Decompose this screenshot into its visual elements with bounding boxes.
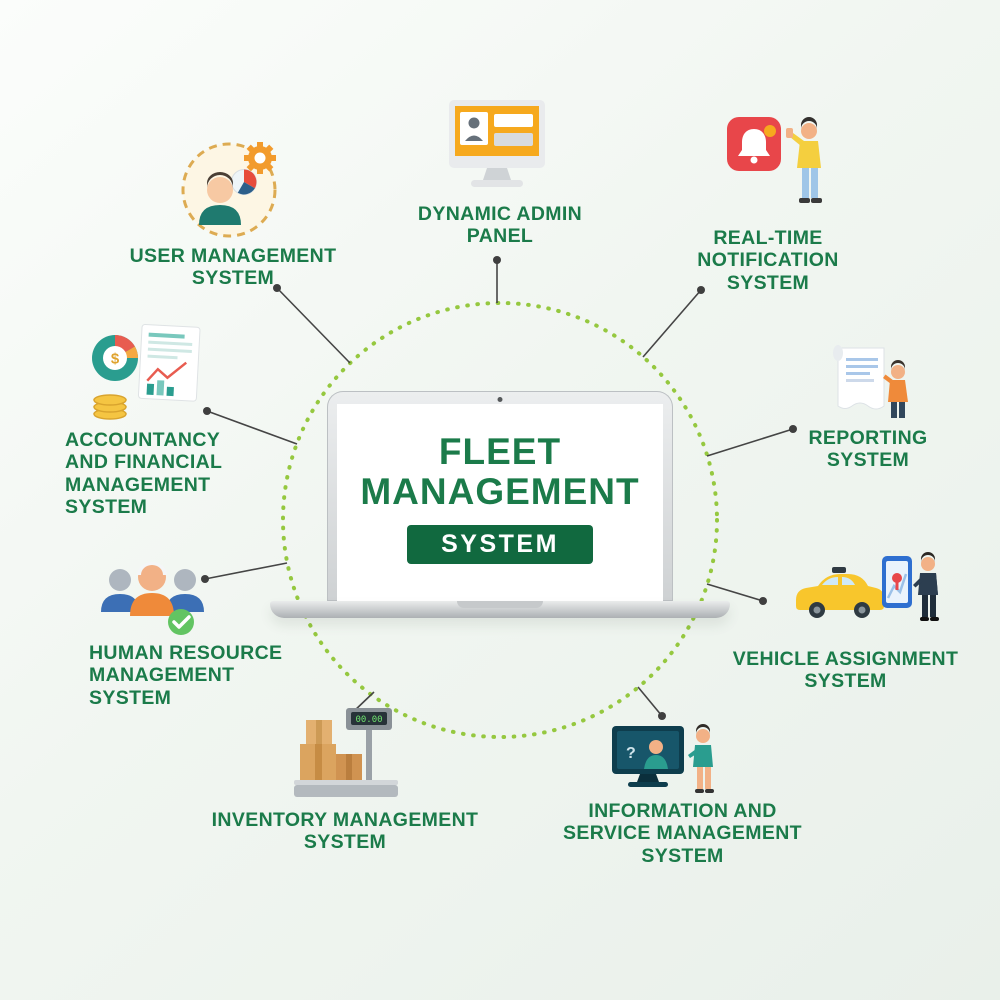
scale-boxes-icon: 00.00 <box>290 700 402 800</box>
laptop-camera-icon <box>497 397 503 402</box>
question-mark-glyph: ? <box>626 745 636 762</box>
team-check-icon <box>95 550 210 638</box>
user-management-label: USER MANAGEMENT SYSTEM <box>129 245 337 290</box>
inventory-management-label: INVENTORY MANAGEMENT SYSTEM <box>211 809 479 854</box>
laptop-screen: FLEET MANAGEMENT SYSTEM <box>327 391 673 601</box>
laptop-base <box>270 601 730 618</box>
connector-lines <box>204 260 794 717</box>
real-time-notification-label: REAL-TIME NOTIFICATION SYSTEM <box>697 227 839 294</box>
dotted-circle <box>281 301 719 739</box>
support-screen-person-icon: ? <box>610 720 722 800</box>
dollar-sign-glyph: $ <box>111 351 120 368</box>
scale-display-readout: 00.00 <box>355 715 382 725</box>
human-resource-label: HUMAN RESOURCE MANAGEMENT SYSTEM <box>89 642 283 709</box>
finance-document-coins-icon: $ <box>88 322 208 422</box>
taxi-map-person-icon <box>790 548 945 636</box>
center-system-badge: SYSTEM <box>407 524 593 564</box>
laptop-display: FLEET MANAGEMENT SYSTEM <box>337 404 663 601</box>
information-service-label: INFORMATION AND SERVICE MANAGEMENT SYSTE… <box>563 800 802 867</box>
center-title-line2: MANAGEMENT <box>360 470 640 512</box>
laptop-notch <box>457 601 543 608</box>
notification-bell-person-icon <box>725 105 835 217</box>
admin-monitor-icon <box>443 96 551 192</box>
report-scroll-person-icon <box>828 340 916 422</box>
dynamic-admin-panel-label: DYNAMIC ADMIN PANEL <box>417 203 583 248</box>
vehicle-assignment-label: VEHICLE ASSIGNMENT SYSTEM <box>732 648 959 693</box>
user-gear-pie-icon <box>172 128 290 246</box>
accountancy-financial-label: ACCOUNTANCY AND FINANCIAL MANAGEMENT SYS… <box>65 429 223 519</box>
center-title-line1: FLEET <box>438 431 562 472</box>
reporting-label: REPORTING SYSTEM <box>808 427 928 472</box>
